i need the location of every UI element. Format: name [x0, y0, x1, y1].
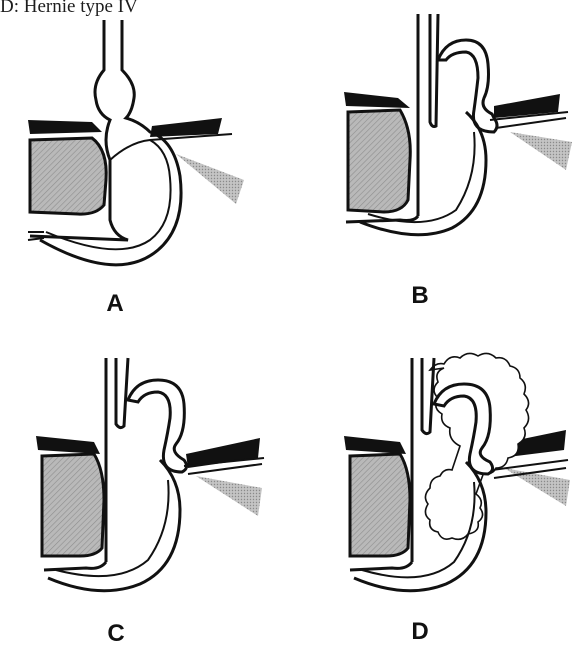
- panel-d-drawing: [344, 353, 570, 590]
- panel-c-hernia-loop: [128, 380, 187, 472]
- panel-label-c: C: [96, 622, 136, 646]
- panel-a-diaphragm-right: [150, 118, 222, 137]
- panel-c-diaphragm-left: [36, 436, 100, 454]
- panel-b-esophagus: [418, 14, 438, 216]
- panel-a-diaphragm-left: [28, 120, 102, 134]
- panel-b-drawing: [344, 14, 572, 235]
- panel-a-liver: [30, 138, 106, 214]
- panel-d-diaphragm-left: [344, 436, 406, 454]
- panel-a-drawing: [28, 20, 244, 265]
- panel-b-diaphragm-left: [344, 92, 410, 108]
- panel-b-hernia-loop: [438, 40, 497, 132]
- panel-d-liver: [350, 454, 410, 556]
- panel-c-liver: [42, 454, 104, 556]
- panel-label-a: A: [95, 292, 135, 316]
- panel-b-liver: [348, 110, 410, 212]
- panel-label-d: D: [400, 620, 440, 644]
- panel-d-triangle: [504, 468, 570, 506]
- panel-b-triangle: [510, 132, 572, 170]
- panel-c-diaphragm-right: [186, 438, 260, 468]
- panel-a-triangle: [176, 154, 244, 204]
- panel-c-drawing: [36, 358, 264, 591]
- panel-label-b: B: [400, 284, 440, 308]
- panel-c-triangle: [196, 476, 262, 516]
- panel-d-esophagus: [412, 358, 434, 562]
- panel-c-esophagus: [106, 358, 128, 562]
